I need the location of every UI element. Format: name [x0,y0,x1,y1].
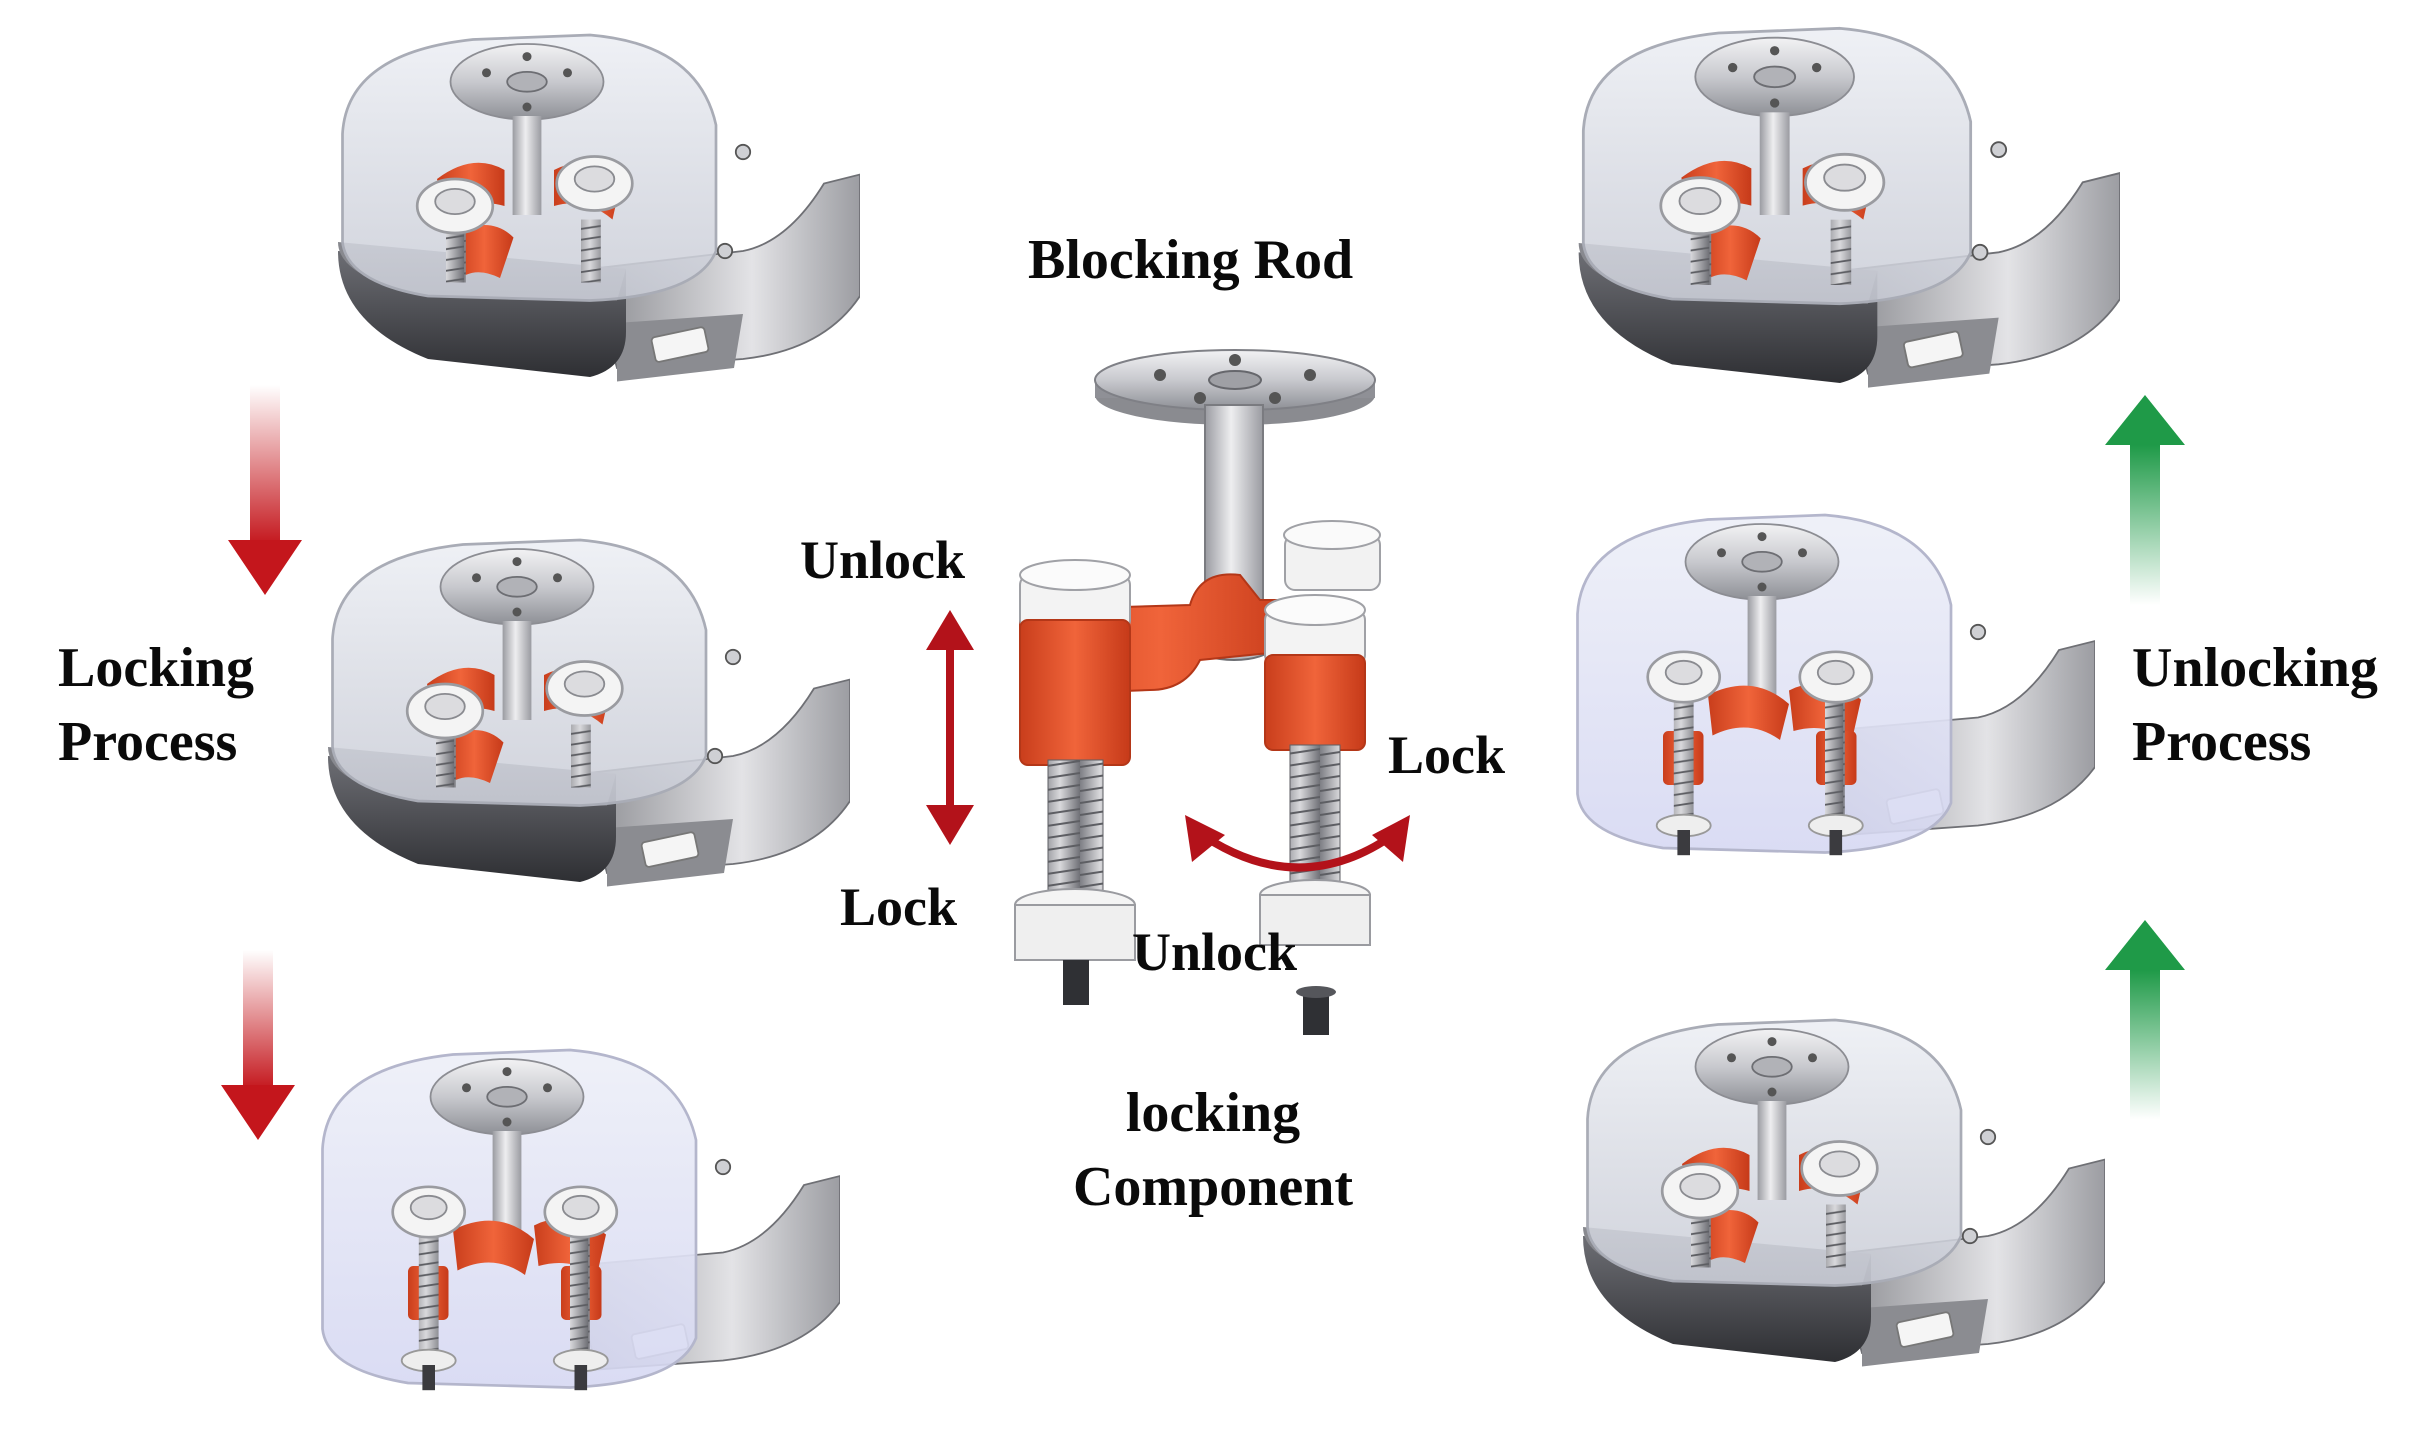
unlocking-stage-1 [1577,26,2120,390]
unlock-linear-label: Unlock [800,530,966,590]
unlocking-process-label: Unlocking Process [2132,637,2378,773]
locking-arrow-1 [228,385,302,595]
locking-stage-3 [321,1048,840,1392]
rotation-double-arrow [1185,815,1410,872]
unlocking-stage-2 [1576,513,2095,857]
unlocking-arrow-1 [2105,395,2185,605]
locking-arrow-2 [221,950,295,1140]
unlocking-arrow-2 [2105,920,2185,1120]
lock-linear-label: Lock [840,877,958,937]
locking-process-label: Locking Process [58,637,255,773]
locking-stage-2 [326,538,850,888]
blocking-rod-label: Blocking Rod [1028,229,1354,291]
linear-double-arrow [926,610,974,845]
lock-rotation-label: Lock [1388,725,1506,785]
unlock-rotation-label: Unlock [1132,922,1298,982]
unlocking-stage-3 [1581,1018,2105,1368]
locking-stage-1 [336,33,860,383]
locking-component-label: locking Component [1072,1082,1354,1218]
